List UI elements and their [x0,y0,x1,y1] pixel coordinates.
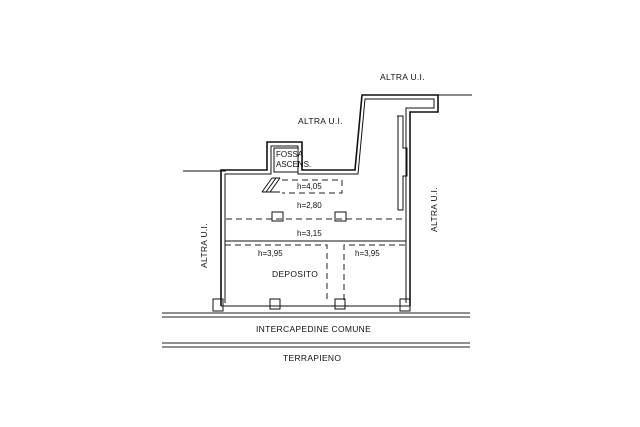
pillar-bottom-2 [269,298,281,310]
height-label-4: h=3,95 [258,249,283,258]
stair-icon [261,177,281,193]
dashed-room-left [225,244,328,300]
right-wall-jog [397,115,408,211]
height-label-1: h=4,05 [297,182,322,191]
height-label-3: h=3,15 [297,229,322,238]
label-terrapieno: TERRAPIENO [283,353,341,363]
inner-wall [224,98,435,303]
label-ascens: ASCENS. [276,160,311,169]
pillar-mid-1 [271,211,284,222]
elevator-pit [273,147,299,173]
label-altra-right: ALTRA U.I. [429,187,439,232]
label-altra-left: ALTRA U.I. [199,223,209,268]
pillar-mid-2 [334,211,347,222]
dashed-room-right [343,244,406,300]
dashed-zone-upper [282,179,343,194]
pillar-bottom-4 [399,298,411,312]
label-deposito: DEPOSITO [272,269,318,279]
height-label-2: h=2,80 [297,201,322,210]
height-label-5: h=3,95 [355,249,380,258]
pillar-bottom-1 [212,298,224,312]
outer-wall [220,94,439,306]
pillar-bottom-3 [334,298,346,310]
label-intercapedine: INTERCAPEDINE COMUNE [256,324,371,334]
label-altra-top-right: ALTRA U.I. [380,72,425,82]
label-altra-top: ALTRA U.I. [298,116,343,126]
label-fossa: FOSSA [276,150,304,159]
